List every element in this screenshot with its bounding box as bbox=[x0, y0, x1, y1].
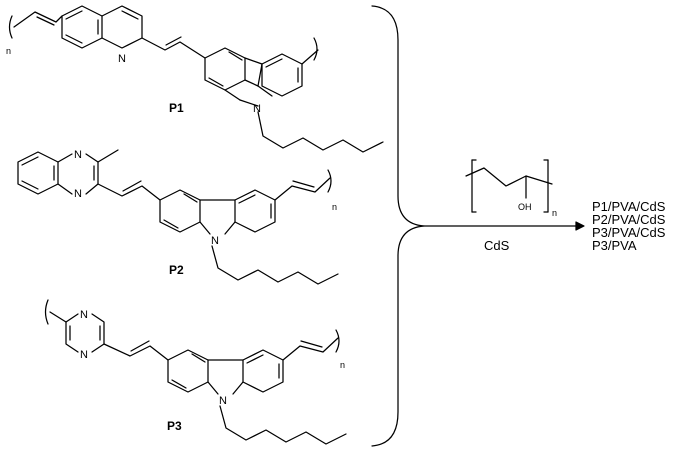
p1-repeat-subscript: n bbox=[6, 46, 11, 56]
p1-carbazole-nitrogen: N bbox=[253, 103, 261, 115]
repeat-bracket-left bbox=[44, 299, 49, 325]
carbazole-right-ring bbox=[234, 189, 276, 233]
product-item: P3/PVA/CdS bbox=[592, 225, 666, 240]
p2-nitrogen-bottom: N bbox=[74, 188, 82, 200]
heptyl-chain bbox=[211, 245, 339, 285]
p3-label: P3 bbox=[167, 419, 182, 433]
pva-structure bbox=[465, 159, 553, 213]
repeat-bracket-left bbox=[8, 15, 13, 39]
product-list: P1/PVA/CdS P2/PVA/CdS P3/PVA/CdS P3/PVA bbox=[592, 199, 666, 253]
quinoxaline-benzo-ring bbox=[17, 151, 59, 195]
p1-quinoline-nitrogen: N bbox=[118, 53, 126, 65]
product-item: P3/PVA bbox=[592, 238, 637, 253]
quinoline-benzo-ring bbox=[61, 5, 103, 49]
quinoline-pyridine-ring bbox=[101, 5, 143, 49]
reagent-cds: CdS bbox=[484, 238, 510, 253]
repeat-bracket-right bbox=[327, 169, 332, 193]
polymer-p3-structure bbox=[44, 299, 347, 445]
repeat-bracket-right bbox=[335, 329, 340, 353]
p3-pyrazine-nitrogen-top: N bbox=[80, 309, 88, 321]
pva-repeat-subscript: n bbox=[552, 208, 557, 218]
reaction-arrow bbox=[423, 221, 585, 231]
repeat-bracket-right bbox=[313, 37, 318, 61]
grouping-brace bbox=[371, 5, 425, 447]
p1-label: P1 bbox=[169, 101, 184, 115]
carbazole-left-ring bbox=[167, 349, 209, 393]
p3-carbazole-nitrogen: N bbox=[219, 395, 227, 407]
carbazole-left-ring bbox=[204, 47, 246, 91]
p2-carbazole-nitrogen: N bbox=[211, 235, 219, 247]
p3-pyrazine-nitrogen-bottom: N bbox=[80, 349, 88, 361]
carbazole-right-ring bbox=[242, 349, 284, 393]
carbazole-right-ring bbox=[261, 53, 303, 97]
pva-hydroxyl: OH bbox=[518, 202, 532, 212]
arrow-head bbox=[575, 221, 585, 231]
heptyl-chain bbox=[257, 111, 384, 153]
product-item: P2/PVA/CdS bbox=[592, 212, 666, 227]
p2-nitrogen-top: N bbox=[74, 149, 82, 161]
polymer-p1-structure bbox=[8, 5, 384, 153]
polymer-p2-structure bbox=[17, 149, 339, 285]
heptyl-chain bbox=[219, 405, 347, 445]
carbazole-left-ring bbox=[159, 189, 201, 233]
p2-label: P2 bbox=[169, 263, 184, 277]
p3-repeat-subscript: n bbox=[340, 360, 345, 370]
p2-repeat-subscript: n bbox=[332, 202, 337, 212]
product-item: P1/PVA/CdS bbox=[592, 199, 666, 214]
